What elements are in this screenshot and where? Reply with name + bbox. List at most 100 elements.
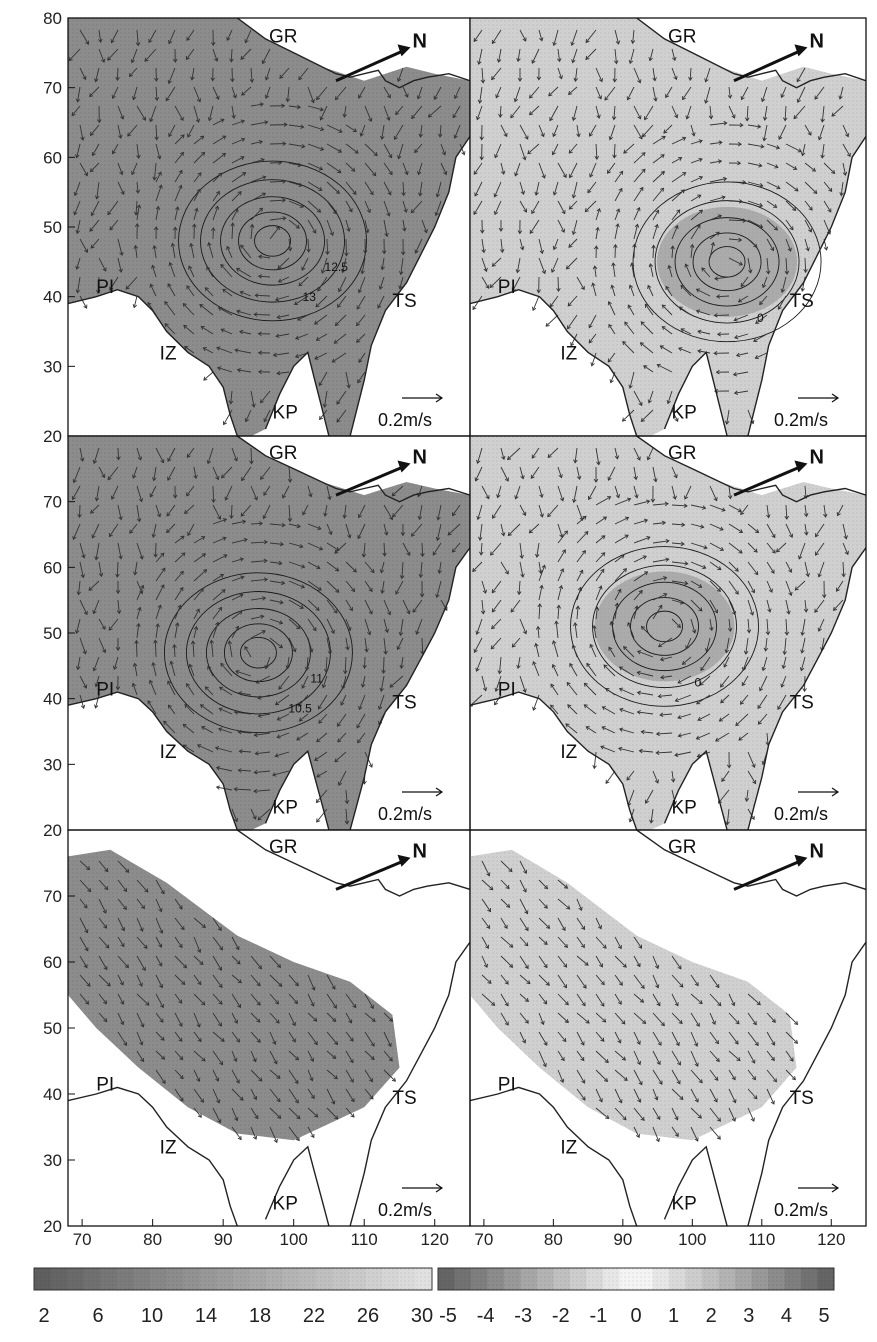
arrow-head (784, 515, 789, 520)
velocity-arrow (658, 637, 673, 648)
arrow-head (451, 548, 456, 553)
arrow-head (356, 724, 361, 729)
arrow-head (337, 303, 341, 308)
arrow-head (514, 495, 519, 500)
velocity-arrow (614, 1012, 626, 1025)
velocity-arrow (436, 580, 442, 598)
velocity-arrow (652, 245, 655, 259)
arrow-head (79, 457, 85, 462)
velocity-arrow (98, 466, 105, 478)
velocity-arrow (595, 227, 599, 240)
velocity-arrow (107, 48, 119, 61)
velocity-arrow (842, 561, 845, 577)
velocity-arrow (614, 171, 623, 183)
velocity-arrow (566, 257, 578, 270)
arrow-head (482, 687, 488, 692)
arrow-head (841, 573, 846, 578)
arrow-head (609, 379, 614, 384)
velocity-arrow (174, 552, 186, 563)
velocity-arrow (633, 224, 639, 240)
arrow-head (517, 230, 523, 235)
arrow-head (238, 610, 243, 615)
arrow-head (357, 379, 362, 384)
velocity-arrow (602, 706, 616, 715)
arrow-head (406, 551, 411, 556)
velocity-arrow (383, 599, 391, 615)
velocity-arrow (364, 580, 373, 592)
velocity-arrow (747, 618, 750, 633)
arrow-head (215, 1077, 220, 1082)
arrow-head (703, 545, 708, 550)
velocity-arrow (728, 993, 735, 1006)
arrow-head (414, 148, 419, 154)
arrow-head (554, 620, 559, 625)
velocity-arrow (208, 242, 214, 259)
velocity-arrow (324, 390, 328, 408)
velocity-arrow (538, 257, 546, 274)
velocity-arrow (231, 610, 243, 620)
arrow-head (135, 42, 141, 47)
velocity-arrow (576, 515, 587, 525)
velocity-arrow (572, 181, 578, 198)
velocity-arrow (671, 485, 676, 500)
velocity-arrow (294, 295, 309, 305)
arrow-head (310, 1133, 315, 1139)
velocity-arrow (186, 683, 195, 696)
velocity-arrow (481, 993, 495, 1006)
arrow-head (242, 172, 247, 177)
velocity-arrow (117, 124, 122, 139)
velocity-arrow (325, 656, 328, 673)
arrow-head (695, 735, 700, 740)
arrow-head (551, 151, 556, 156)
arrow-head (229, 514, 234, 520)
velocity-arrow (421, 637, 424, 654)
velocity-arrow (557, 200, 566, 214)
arrow-head (524, 964, 529, 970)
velocity-arrow (92, 143, 100, 156)
arrow-head (646, 499, 651, 504)
arrow-head (682, 136, 687, 141)
velocity-arrow (132, 466, 138, 479)
arrow-head (620, 554, 625, 559)
velocity-arrow (614, 223, 619, 240)
contour-line (254, 225, 291, 257)
colorbar-frame (33, 1267, 433, 1291)
velocity-arrow (155, 936, 162, 948)
velocity-arrow (345, 1107, 355, 1118)
arrow-head (256, 982, 261, 987)
velocity-arrow (633, 500, 650, 506)
velocity-arrow (519, 675, 526, 693)
velocity-arrow (402, 219, 406, 231)
velocity-arrow (517, 656, 521, 669)
arrow-head (585, 38, 590, 44)
arrow-head (761, 666, 766, 672)
arrow-head (520, 190, 526, 195)
velocity-arrow (298, 67, 309, 80)
arrow-head (753, 548, 758, 553)
velocity-arrow (652, 1107, 661, 1120)
arrow-head (489, 886, 494, 891)
velocity-arrow (336, 390, 347, 405)
velocity-arrow (265, 86, 271, 99)
arrow-head (576, 475, 582, 481)
arrow-head (735, 352, 741, 358)
velocity-arrow (89, 86, 100, 97)
velocity-arrow (519, 974, 531, 984)
arrow-head (797, 148, 802, 153)
arrow-head (379, 569, 385, 574)
velocity-arrow (668, 265, 673, 278)
velocity-arrow (288, 1088, 299, 1104)
arrow-head (195, 118, 201, 123)
arrow-head (253, 770, 258, 775)
arrow-head (423, 229, 428, 234)
velocity-arrow (474, 181, 483, 197)
velocity-arrow (633, 536, 650, 544)
arrow-head (788, 568, 793, 573)
arrow-head (485, 495, 490, 500)
velocity-arrow (665, 86, 673, 98)
arrow-head (295, 335, 300, 340)
velocity-arrow (302, 504, 309, 515)
arrow-head (603, 664, 608, 669)
arrow-head (713, 313, 718, 318)
velocity-arrow (155, 86, 158, 101)
